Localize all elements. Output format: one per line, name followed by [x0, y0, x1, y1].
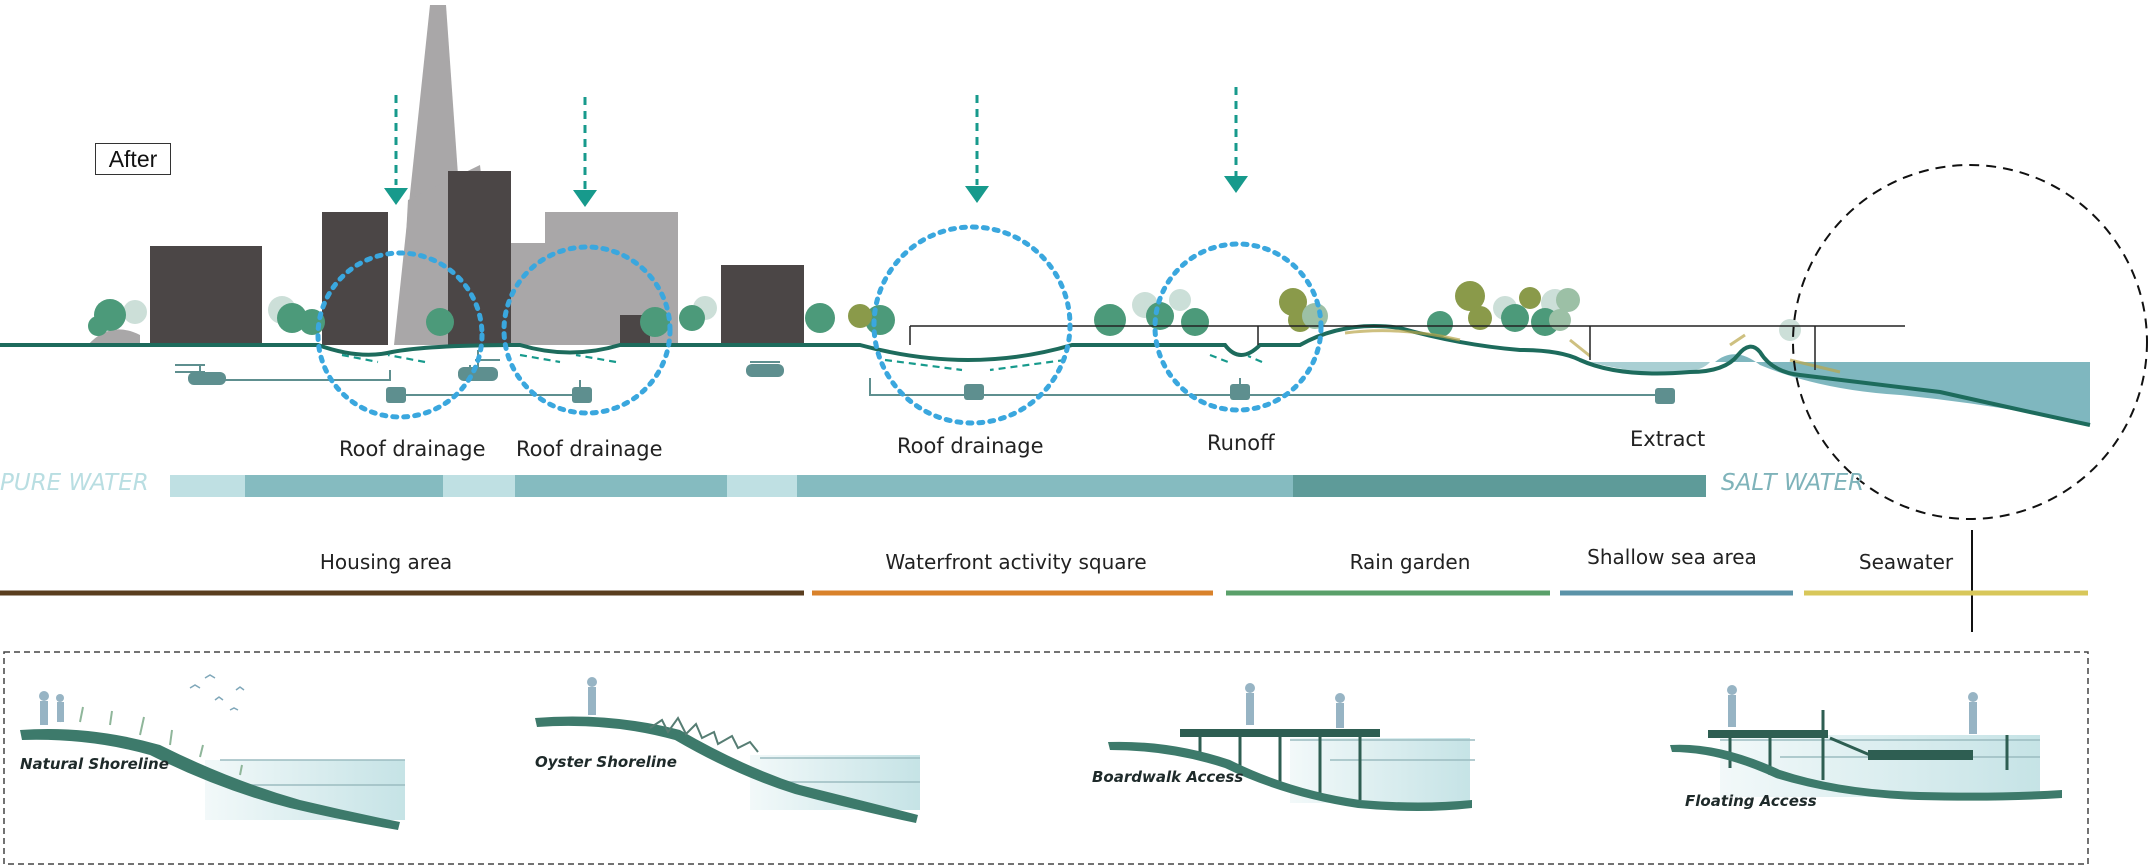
runoff-label: Runoff	[1207, 431, 1275, 455]
zone-label-waterfront: Waterfront activity square	[885, 550, 1147, 574]
roof-drainage-label-2: Roof drainage	[516, 437, 663, 461]
flow-arrows	[341, 353, 1263, 372]
ground-line	[0, 324, 2091, 427]
building	[721, 265, 804, 345]
zone-label-housing: Housing area	[319, 550, 453, 574]
rain-arrow-head	[1224, 176, 1248, 193]
extract-label: Extract	[1630, 427, 1706, 451]
rain-arrow-head	[573, 190, 597, 207]
tank	[386, 387, 406, 403]
rain-arrow-head	[965, 186, 989, 203]
oyster-shoreline-sketch	[535, 677, 920, 823]
tank	[746, 364, 784, 377]
after-label: After	[95, 143, 171, 175]
focus-circle	[501, 244, 673, 416]
boardwalk-access-label: Boardwalk Access	[1092, 768, 1244, 786]
natural-shoreline-sketch	[20, 674, 405, 830]
topography	[0, 324, 2091, 427]
floating-access-sketch	[1670, 685, 2062, 801]
hill	[88, 329, 140, 345]
focus-circle	[1152, 241, 1324, 413]
zone-label-seawater: Seawater	[1858, 550, 1954, 574]
zone-label-shallow-sea: Shallow sea area	[1587, 545, 1757, 569]
salt-water-label: SALT WATER	[1721, 470, 1865, 496]
roof-drainage-label-1: Roof drainage	[339, 437, 486, 461]
zone-label-rain-garden: Rain garden	[1349, 550, 1471, 574]
water-gradient-bar	[170, 475, 1706, 497]
rain-arrows	[384, 87, 1248, 207]
focus-circles	[315, 224, 1324, 426]
roof-drainage-label-3: Roof drainage	[897, 434, 1044, 458]
pure-water-label: PURE WATER	[0, 470, 149, 496]
boardwalk-access-sketch	[1108, 683, 1475, 811]
oyster-shoreline-label: Oyster Shoreline	[535, 753, 677, 771]
focus-circle	[871, 224, 1073, 426]
tank	[1230, 384, 1250, 400]
floating-access-label: Floating Access	[1685, 792, 1817, 810]
sea-water	[1595, 354, 2090, 425]
building	[322, 212, 388, 345]
tank	[458, 367, 498, 381]
tank	[964, 384, 984, 400]
tank	[572, 387, 592, 403]
focus-circle	[315, 250, 485, 420]
rain-arrow-head	[384, 188, 408, 205]
shoreline-panel	[3, 651, 2089, 865]
tank	[188, 372, 226, 385]
boardwalk-rail	[909, 325, 1905, 370]
water-tanks	[188, 364, 1675, 404]
detail-callout-circle	[1792, 164, 2148, 520]
grass-line	[1344, 329, 1841, 374]
trees	[88, 281, 1801, 341]
building	[150, 246, 262, 345]
natural-shoreline-label: Natural Shoreline	[20, 755, 169, 773]
city-skyline	[88, 5, 804, 345]
tank	[1655, 388, 1675, 404]
